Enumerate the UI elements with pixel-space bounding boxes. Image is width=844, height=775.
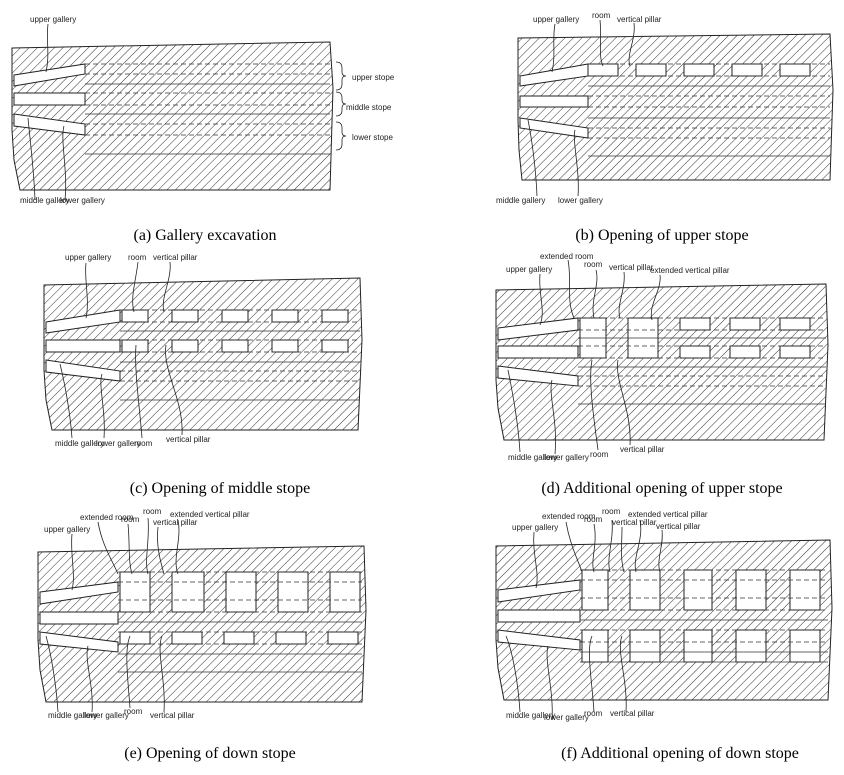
label-lower-gallery: lower gallery [60,196,105,205]
middle-gallery-f [497,609,581,623]
label-vertical-pillar-lower: vertical pillar [620,445,665,454]
label-extended-vertical-pillar: extended vertical pillar [628,510,708,519]
lower-gallery-f [497,629,581,651]
caption-a: (a) Gallery excavation [133,227,276,244]
label-lower-gallery: lower gallery [544,713,589,722]
upper-gallery-e [39,581,119,605]
label-upper-gallery: upper gallery [30,15,76,24]
label-extended-vertical-pillar: extended vertical pillar [650,266,730,275]
label-extended-room: extended room [542,512,596,521]
label-lower-gallery: lower gallery [84,711,129,720]
label-extended-vertical-pillar: extended vertical pillar [170,510,250,519]
label-upper-gallery: upper gallery [65,253,111,262]
caption-f: (f) Additional opening of down stope [561,745,799,762]
label-room: room [128,253,147,262]
label-room-2: room [602,507,621,516]
label-lower-gallery: lower gallery [558,196,603,205]
rock-mass-c [43,277,363,431]
label-upper-gallery: upper gallery [533,15,579,24]
label-room-1: room [584,515,603,524]
label-upper-gallery: upper gallery [512,523,558,532]
label-vertical-pillar-lower: vertical pillar [166,435,211,444]
caption-b: (b) Opening of upper stope [575,227,748,244]
label-middle-gallery: middle gallery [20,196,69,205]
label-vertical-pillar: vertical pillar [153,253,198,262]
label-middle-gallery: middle gallery [48,711,97,720]
label-upper-stope: upper stope [352,73,395,82]
label-room-1: room [121,515,140,524]
label-vertical-pillar-1: vertical pillar [612,518,657,527]
label-vertical-pillar-lower: vertical pillar [150,711,195,720]
label-vertical-pillar: vertical pillar [609,263,654,272]
upper-gallery-f [497,579,581,603]
panel-c: upper gallery room vertical pillar middl… [43,253,363,497]
label-vertical-pillar: vertical pillar [617,15,662,24]
label-room: room [584,260,603,269]
label-extended-room: extended room [80,513,134,522]
label-vertical-pillar-lower: vertical pillar [610,709,655,718]
caption-c: (c) Opening of middle stope [130,480,310,497]
rooms-b [587,63,811,77]
middle-gallery-a [13,92,86,106]
label-middle-gallery: middle gallery [506,711,555,720]
middle-gallery-c [45,339,121,353]
caption-d: (d) Additional opening of upper stope [541,480,782,497]
panel-b: upper gallery room vertical pillar middl… [496,11,834,244]
label-upper-gallery: upper gallery [506,265,552,274]
label-room-lower: room [124,707,143,716]
label-middle-gallery: middle gallery [496,196,545,205]
rooms-c-upper [121,309,349,323]
extended-room-f-upper [581,569,821,611]
label-middle-gallery: middle gallery [55,439,104,448]
rock-mass-a [11,41,334,191]
label-middle-stope: middle stope [346,103,392,112]
panel-d: upper gallery extended room room vertica… [495,252,829,497]
panel-f: upper gallery extended room room room ex… [495,507,833,762]
label-middle-gallery: middle gallery [508,453,557,462]
rock-mass-d [495,283,829,441]
middle-gallery-d [497,345,579,359]
label-upper-gallery: upper gallery [44,525,90,534]
label-extended-room: extended room [540,252,594,261]
label-room-2: room [143,507,162,516]
middle-gallery-e [39,611,119,625]
label-vertical-pillar-2: vertical pillar [656,522,701,531]
caption-e: (e) Opening of down stope [124,745,296,762]
label-lower-gallery: lower gallery [544,453,589,462]
label-room-lower: room [584,709,603,718]
label-room-lower: room [590,450,609,459]
lower-gallery-e [39,631,119,653]
panel-e: upper gallery extended room room room ex… [37,507,367,762]
label-lower-gallery: lower gallery [96,439,141,448]
extended-room-e [119,571,361,613]
label-room: room [592,11,611,20]
label-lower-stope: lower stope [352,133,393,142]
panel-a: upper gallery upper stope middle stope l… [11,15,395,244]
label-room-lower: room [134,439,153,448]
middle-gallery-b [519,95,589,108]
label-vertical-pillar: vertical pillar [153,518,198,527]
